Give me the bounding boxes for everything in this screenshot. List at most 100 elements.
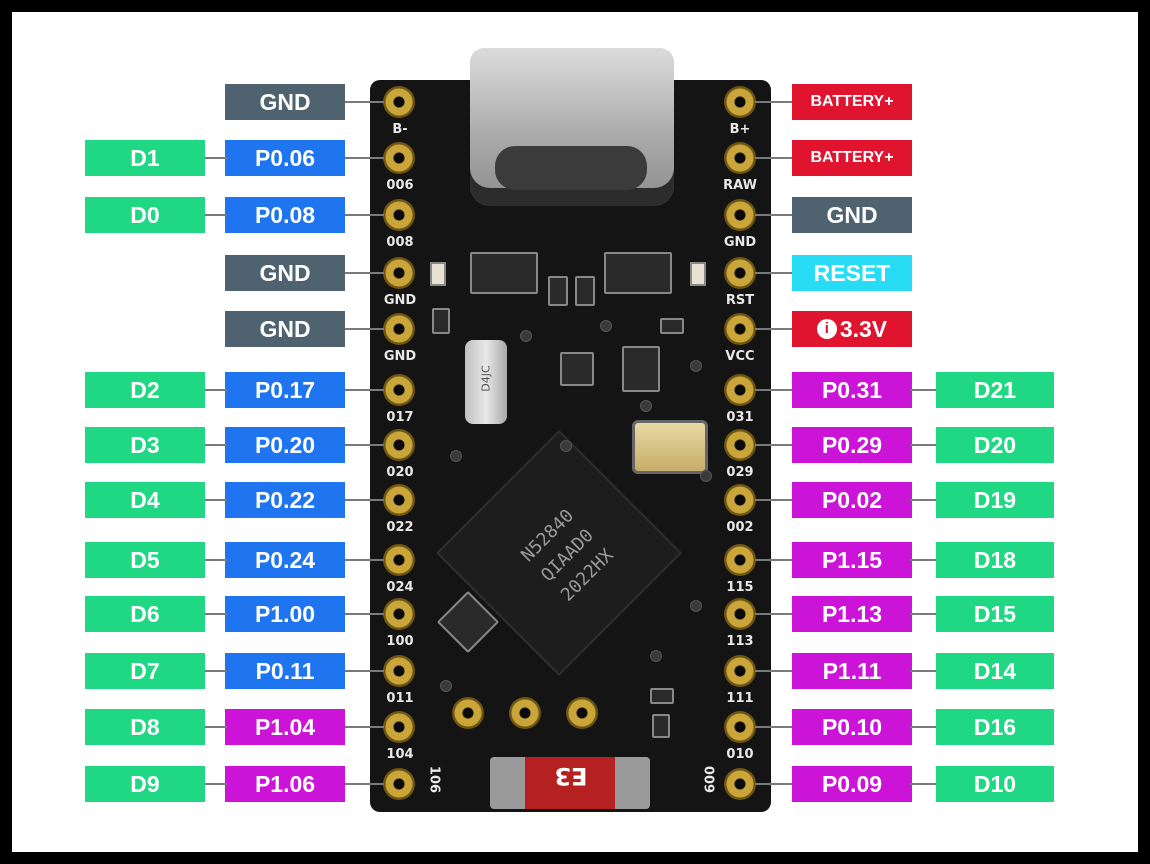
connector-line: [203, 726, 227, 728]
capacitor: [548, 276, 568, 306]
connector-line: [344, 328, 384, 330]
resistor: [652, 714, 670, 738]
regulator-left: [470, 252, 538, 294]
header-pin-right: [724, 257, 756, 289]
silk-label-left: 104: [386, 747, 414, 762]
connector-line: [344, 444, 384, 446]
digital-label-left: D6: [85, 596, 205, 632]
silk-label-right: GND: [723, 235, 757, 250]
silk-label-right: 029: [726, 465, 754, 480]
connector-line: [755, 783, 795, 785]
pin-label-right: P0.10: [792, 709, 912, 745]
connector-line: [344, 272, 384, 274]
digital-label-right: D16: [936, 709, 1054, 745]
digital-label-right: D20: [936, 427, 1054, 463]
header-pin-left: [383, 429, 415, 461]
header-pin-left: [383, 142, 415, 174]
silk-label-left: 022: [386, 520, 414, 535]
silk-label-left: 008: [386, 235, 414, 250]
header-pin-right: [724, 711, 756, 743]
connector-line: [755, 157, 795, 159]
silk-label-left: 106: [426, 765, 442, 794]
connector-line: [755, 444, 795, 446]
silk-label-right: 010: [726, 747, 754, 762]
header-pin-right: [724, 484, 756, 516]
pin-label-left: P0.06: [225, 140, 345, 176]
connector-line: [755, 559, 795, 561]
via: [560, 440, 572, 452]
transistor: [560, 352, 594, 386]
silk-label-right: 009: [700, 765, 716, 794]
capacitor: [575, 276, 595, 306]
pin-label-right: P1.13: [792, 596, 912, 632]
silk-label-left: 011: [386, 691, 414, 706]
connector-line: [755, 670, 795, 672]
connector-line: [203, 559, 227, 561]
connector-line: [203, 157, 227, 159]
via: [650, 650, 662, 662]
led-right: [690, 262, 706, 286]
connector-line: [755, 328, 795, 330]
connector-line: [910, 670, 938, 672]
digital-label-right: D19: [936, 482, 1054, 518]
pin-label-left: P1.00: [225, 596, 345, 632]
pin-label-right: P1.15: [792, 542, 912, 578]
connector-line: [203, 783, 227, 785]
connector-line: [344, 613, 384, 615]
digital-label-right: D14: [936, 653, 1054, 689]
connector-line: [344, 214, 384, 216]
digital-label-right: D18: [936, 542, 1054, 578]
silk-label-left: 006: [386, 178, 414, 193]
pin-label-left: P0.11: [225, 653, 345, 689]
header-pin-left: [383, 655, 415, 687]
header-pin-right: [724, 313, 756, 345]
header-pin-left: [383, 199, 415, 231]
pin-label-left: GND: [225, 311, 345, 347]
digital-label-right: D15: [936, 596, 1054, 632]
header-pin-left: [383, 86, 415, 118]
header-pin-right: [724, 544, 756, 576]
resistor: [660, 318, 684, 334]
connector-line: [910, 499, 938, 501]
header-pin-right: [724, 199, 756, 231]
connector-line: [755, 214, 795, 216]
silk-label-right: 002: [726, 520, 754, 535]
digital-label-left: D9: [85, 766, 205, 802]
header-pin-right: [724, 142, 756, 174]
fuse: [490, 757, 650, 809]
via: [520, 330, 532, 342]
swd-pad: [566, 697, 598, 729]
via: [690, 360, 702, 372]
via: [690, 600, 702, 612]
via: [600, 320, 612, 332]
pin-label-left: P1.04: [225, 709, 345, 745]
digital-label-right: D10: [936, 766, 1054, 802]
silk-label-right: B+: [729, 122, 751, 137]
digital-label-left: D8: [85, 709, 205, 745]
silk-label-left: 100: [386, 634, 414, 649]
header-pin-left: [383, 313, 415, 345]
via: [450, 450, 462, 462]
connector-line: [910, 613, 938, 615]
usb-c-port-opening: [495, 146, 647, 190]
connector-line: [203, 613, 227, 615]
pin-label-right: P0.29: [792, 427, 912, 463]
header-pin-left: [383, 711, 415, 743]
pin-label-right: BATTERY+: [792, 84, 912, 120]
silk-label-left: 017: [386, 410, 414, 425]
digital-label-left: D0: [85, 197, 205, 233]
via: [640, 400, 652, 412]
header-pin-left: [383, 374, 415, 406]
connector-line: [203, 499, 227, 501]
silk-label-left: GND: [383, 349, 417, 364]
silk-label-left: B-: [392, 122, 408, 137]
header-pin-left: [383, 544, 415, 576]
digital-label-left: D2: [85, 372, 205, 408]
pin-label-right: GND: [792, 197, 912, 233]
regulator-right: [604, 252, 672, 294]
silk-label-left: 024: [386, 580, 414, 595]
silk-label-right: VCC: [725, 349, 755, 364]
silk-label-right: RAW: [723, 178, 757, 193]
connector-line: [344, 670, 384, 672]
digital-label-left: D1: [85, 140, 205, 176]
